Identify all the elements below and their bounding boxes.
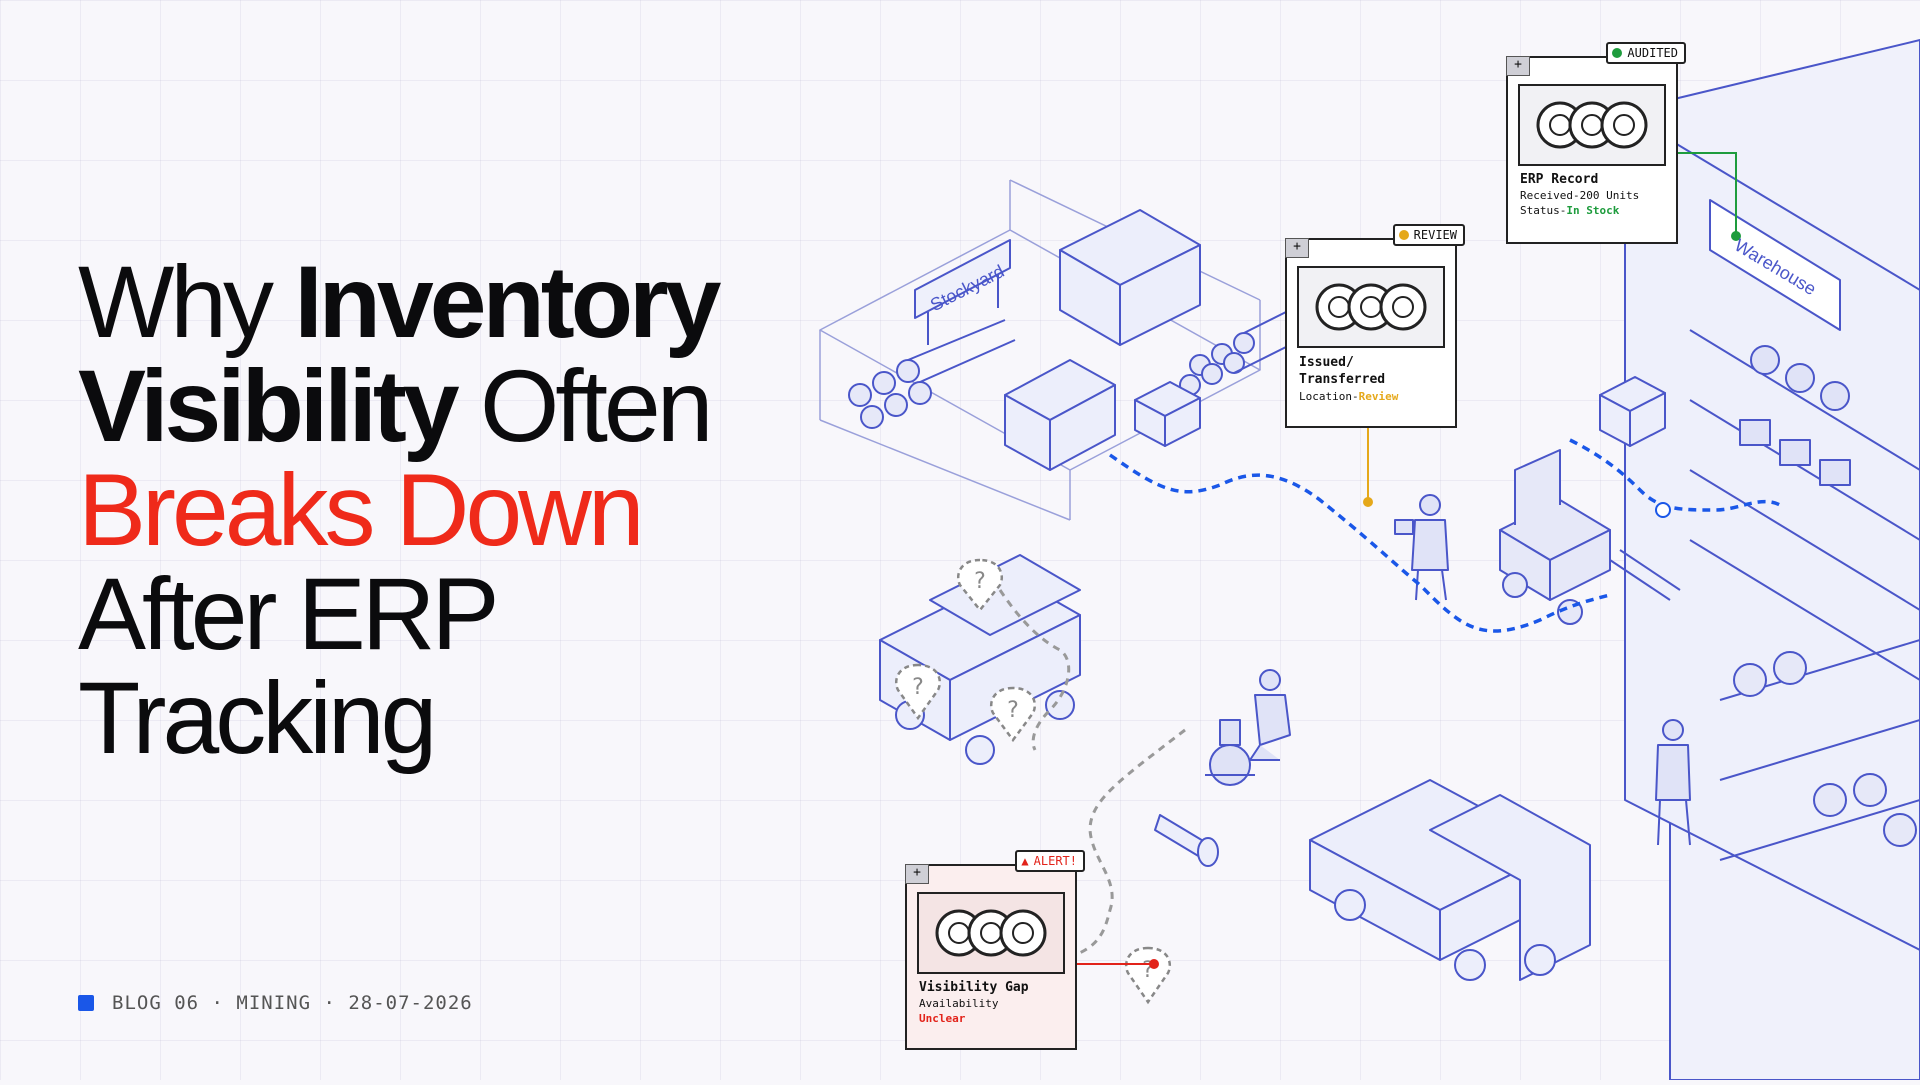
- card-corner-plus: +: [1506, 56, 1530, 76]
- warehouse-shelf-parts: [1739, 345, 1851, 486]
- worker-tablet: [1394, 494, 1449, 601]
- connector-yellow-dot: [1363, 497, 1373, 507]
- post-meta: BLOG 06 · MINING · 28-07-2026: [78, 992, 473, 1014]
- alert-card-title: Visibility Gap: [919, 980, 1029, 995]
- bearings-icon: [935, 909, 1047, 957]
- audited-badge-text: AUDITED: [1627, 46, 1678, 60]
- pallet-box-warehouse: [1599, 376, 1666, 447]
- connector-green: [1675, 152, 1737, 236]
- alert-badge-text: ALERT!: [1033, 854, 1077, 868]
- alert-card-availability: Availability: [919, 997, 999, 1010]
- alert-card-unclear: Unclear: [919, 1012, 966, 1025]
- review-card-title: Issued/ Transferred: [1299, 355, 1386, 387]
- warehouse-building: [1624, 39, 1920, 1081]
- route-path-grey-2: [1074, 728, 1186, 957]
- erp-status-value: In Stock: [1566, 204, 1620, 217]
- pallet-box: [1134, 381, 1201, 447]
- svg-text:?: ?: [912, 675, 924, 700]
- svg-text:?: ?: [1142, 958, 1154, 983]
- stockyard-fence: [819, 179, 1261, 521]
- question-pin-3: ?: [989, 686, 1037, 743]
- bearings-image: [917, 892, 1065, 974]
- question-pin-2: ?: [894, 663, 942, 721]
- svg-text:?: ?: [1007, 698, 1019, 723]
- connector-red-dot: [1149, 959, 1159, 969]
- yellow-dot-icon: [1398, 230, 1409, 240]
- erp-status-label: Status-: [1520, 204, 1567, 217]
- worker-clipboard: [1655, 719, 1691, 846]
- audited-badge: AUDITED: [1606, 42, 1686, 64]
- review-badge: REVIEW: [1392, 224, 1465, 246]
- illustration-svg: ? ? ? ? Stockyard Warehouse: [819, 39, 1920, 1081]
- stockyard-sign: [914, 239, 1011, 345]
- headline-after-erp: After ERP: [78, 557, 499, 671]
- bearing-rack: [1719, 639, 1920, 861]
- green-dot-icon: [1612, 48, 1623, 58]
- crate-small: [1004, 359, 1116, 471]
- pipe-stack-left: [848, 319, 1016, 429]
- cargo-truck: [1309, 779, 1591, 981]
- bearings-image: [1297, 266, 1445, 348]
- card-corner-plus: +: [905, 864, 929, 884]
- crates-stack: [1059, 209, 1201, 346]
- pipe-stack-right: [1179, 299, 1311, 396]
- isometric-illustration: ? ? ? ? Stockyard Warehouse + AUDITED: [780, 0, 1920, 1081]
- headline-tracking: Tracking: [78, 661, 437, 775]
- headline-visibility: Visibility: [78, 349, 460, 463]
- valve-part: [1205, 719, 1255, 786]
- connector-green-dot: [1731, 231, 1741, 241]
- blue-square-icon: [78, 995, 94, 1011]
- route-node: [1655, 502, 1671, 518]
- erp-record-card: + AUDITED ERP Record Received-200 Units …: [1506, 42, 1686, 244]
- alert-badge: ▲ ALERT!: [1015, 850, 1085, 872]
- svg-text:?: ?: [974, 569, 986, 594]
- card-corner-plus: +: [1285, 238, 1309, 258]
- review-badge-text: REVIEW: [1413, 228, 1457, 242]
- kneeling-worker: [1249, 669, 1291, 761]
- bearings-image: [1518, 84, 1666, 166]
- post-meta-text: BLOG 06 · MINING · 28-07-2026: [112, 992, 473, 1014]
- review-card: + REVIEW Issued/ Transferred Location-Re…: [1285, 224, 1465, 428]
- question-pin-4: ?: [1124, 946, 1172, 1005]
- review-location-label: Location-: [1299, 390, 1359, 403]
- forklift: [1499, 449, 1681, 625]
- bearings-icon: [1315, 283, 1427, 331]
- pipe-ground: [1154, 814, 1219, 867]
- route-path-blue: [1108, 453, 1611, 633]
- warning-icon: ▲: [1021, 854, 1029, 868]
- review-location-value: Review: [1358, 390, 1399, 403]
- question-pin-1: ?: [956, 558, 1004, 613]
- review-card-location: Location-Review: [1299, 390, 1443, 403]
- headline: Why Inventory Visibility Often Breaks Do…: [78, 250, 798, 770]
- erp-card-title: ERP Record: [1520, 172, 1599, 187]
- route-path-grey-1: [998, 589, 1071, 751]
- erp-card-received: Received-200 Units: [1520, 189, 1640, 202]
- headline-often: Often: [479, 349, 713, 463]
- erp-card-status: Status-In Stock: [1520, 204, 1664, 217]
- headline-why: Why: [78, 245, 274, 359]
- bearings-icon: [1536, 101, 1648, 149]
- headline-breaks-down: Breaks Down: [78, 453, 645, 567]
- headline-inventory: Inventory: [294, 245, 721, 359]
- alert-card: + ▲ ALERT! Visibility Gap Availability U…: [905, 850, 1085, 1050]
